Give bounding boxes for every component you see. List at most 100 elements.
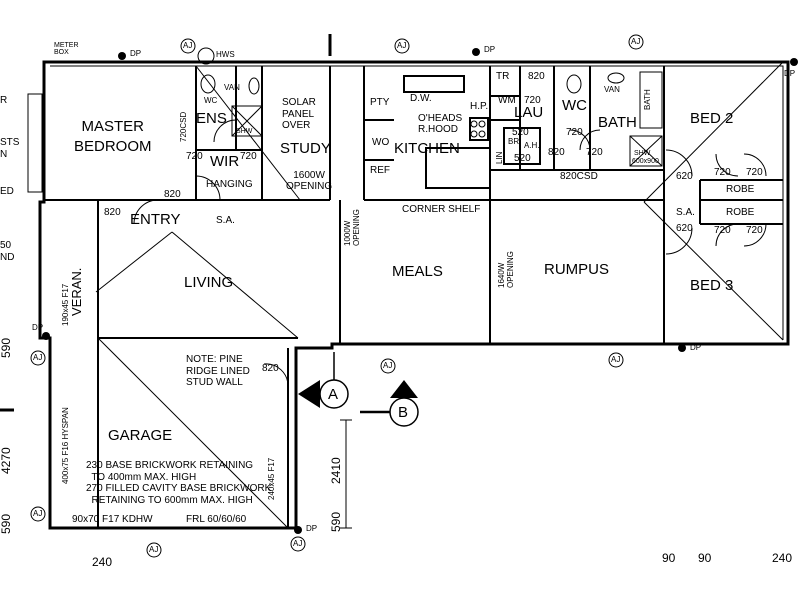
- dp-label-4: DP: [690, 343, 702, 352]
- dim-720-robe-4: 720: [746, 225, 763, 236]
- dp-label-6: DP: [784, 69, 796, 78]
- aj-label-6: AJ: [611, 355, 621, 364]
- dim-720-wir: 720: [186, 151, 203, 162]
- room-verandah: VERAN.: [69, 267, 84, 316]
- tr-label: TR: [496, 71, 510, 82]
- dim-590-left-top: 590: [0, 337, 13, 358]
- bath-shw-label: SHW: [634, 150, 651, 157]
- dim-720-wc: 720: [566, 127, 583, 138]
- dim-520-b: 520: [514, 153, 531, 164]
- br-label: BR: [508, 137, 520, 146]
- aj-label-9: AJ: [293, 539, 303, 548]
- room-rumpus: RUMPUS: [544, 261, 610, 278]
- room-garage: GARAGE: [108, 427, 173, 444]
- robe-label-1: ROBE: [726, 184, 755, 195]
- room-bath: BATH: [598, 114, 637, 131]
- csd-820-label: 820CSD: [560, 171, 598, 182]
- dim-590-left-bottom: 590: [0, 513, 13, 534]
- opening-1640-label: 1640W OPENING: [497, 251, 515, 288]
- edge-text-n: N: [0, 149, 8, 160]
- dim-720-bath: 720: [586, 147, 603, 158]
- external-walls: [38, 60, 790, 530]
- internal-walls: [44, 66, 783, 528]
- bath-tub-label: BATH: [643, 89, 652, 110]
- dp-label-2: DP: [484, 45, 496, 54]
- opening-1000-label: 1000W OPENING: [343, 209, 361, 246]
- aj-label-8: AJ: [149, 545, 159, 554]
- ah-label: A.H.: [524, 141, 540, 150]
- dim-720-ens: 720: [240, 151, 257, 162]
- dim-90-a: 90: [662, 551, 676, 565]
- aj-markers: [30, 34, 644, 558]
- f17-190-label: 190x45 F17: [61, 283, 70, 326]
- garage-retaining-note: 230 BASE BRICKWORK RETAINING TO 400mm MA…: [86, 460, 272, 506]
- bath-van-label: VAN: [604, 85, 620, 94]
- dp-label-3: DP: [32, 323, 44, 332]
- meter-box-label: METER BOX: [54, 42, 79, 56]
- room-ensuite: ENS: [196, 110, 227, 127]
- dim-620-bed3: 620: [676, 223, 693, 234]
- dishwasher-label: D.W.: [410, 93, 432, 104]
- section-markers: [298, 34, 419, 427]
- dp-label-5: DP: [306, 524, 318, 533]
- edge-text-r: R: [0, 95, 8, 106]
- dim-820-garage: 820: [262, 363, 279, 374]
- dim-720-lau: 720: [524, 95, 541, 106]
- aj-label-3: AJ: [631, 37, 641, 46]
- edge-text-sts: STS: [0, 137, 20, 148]
- room-wc: WC: [562, 97, 587, 114]
- room-study: STUDY: [280, 140, 331, 157]
- room-meals: MEALS: [392, 263, 443, 280]
- door-swings: [133, 119, 767, 387]
- hotplate-label: H.P.: [470, 101, 489, 112]
- dim-720-robe-1: 720: [714, 167, 731, 178]
- aj-label-5: AJ: [383, 361, 393, 370]
- aj-label-1: AJ: [183, 41, 193, 50]
- bath-shw-size: 600x900: [632, 158, 659, 165]
- section-b-label: B: [398, 404, 409, 421]
- smoke-alarm-label-2: S.A.: [676, 207, 695, 218]
- corner-shelf-label: CORNER SHELF: [402, 204, 481, 215]
- dimension-lines: [0, 408, 352, 529]
- aj-label-4: AJ: [33, 353, 43, 362]
- ens-van-label: VAN: [224, 83, 240, 92]
- edge-text-50: 50: [0, 240, 12, 251]
- wm-label: WM: [498, 95, 516, 106]
- frl-label: FRL 60/60/60: [186, 514, 247, 525]
- room-laundry: LAU: [514, 104, 544, 121]
- dim-720-robe-2: 720: [746, 167, 763, 178]
- smoke-alarm-label-1: S.A.: [216, 215, 235, 226]
- dim-820-ah: 820: [548, 147, 565, 158]
- dp-label-1: DP: [130, 49, 142, 58]
- dim-240-left: 240: [92, 555, 113, 569]
- fixtures: [27, 47, 663, 193]
- dim-820-master: 820: [164, 189, 181, 200]
- hanging-label: HANGING: [206, 179, 253, 190]
- room-bed-2: BED 2: [690, 110, 734, 127]
- dim-620-bed2: 620: [676, 171, 693, 182]
- pantry-label: PTY: [370, 97, 390, 108]
- edge-text-ed: ED: [0, 186, 14, 197]
- downpipe-dots: [42, 48, 798, 534]
- room-wir: WIR: [210, 153, 240, 170]
- dim-590-right: 590: [329, 511, 343, 532]
- room-master-bedroom: MASTER BEDROOM: [74, 118, 152, 155]
- hws-label: HWS: [216, 50, 235, 59]
- aj-label-2: AJ: [397, 41, 407, 50]
- robe-label-2: ROBE: [726, 207, 755, 218]
- ens-shw-label: SHW: [236, 128, 253, 135]
- room-living: LIVING: [184, 274, 234, 291]
- solar-panel-label: SOLAR PANEL OVER: [282, 97, 316, 131]
- diagonal-beams: [95, 61, 784, 529]
- hyspan-label: 400x75 F16 HYSPAN: [61, 407, 70, 484]
- aj-label-7: AJ: [33, 509, 43, 518]
- wall-oven-label: WO: [372, 137, 390, 148]
- dim-4270: 4270: [0, 447, 13, 474]
- overheads-label: O'HEADS R.HOOD: [418, 113, 463, 135]
- dim-820-entry: 820: [104, 207, 121, 218]
- study-opening-label: 1600W OPENING: [286, 170, 333, 192]
- dim-520-a: 520: [512, 127, 529, 138]
- f17-240-label: 240x45 F17: [267, 457, 276, 500]
- dim-820-lau: 820: [528, 71, 545, 82]
